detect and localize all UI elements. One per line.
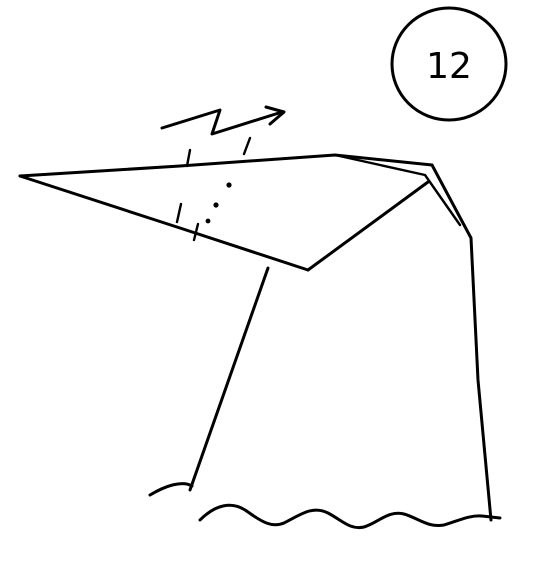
block-body (190, 165, 491, 520)
dashed-mark-line (177, 138, 250, 240)
dot-mark (213, 202, 218, 207)
wedge-shape (20, 155, 460, 270)
wedge-top-edge (20, 155, 432, 176)
zigzag-arrow-line (162, 110, 282, 134)
wedge-inner-fold (335, 155, 460, 225)
dash-mark (244, 138, 250, 154)
ground-hook (150, 484, 192, 495)
wedge-right-edge (308, 182, 428, 270)
zigzag-arrow-icon (162, 107, 284, 134)
wedge-bottom-edge (20, 176, 308, 270)
dash-mark (177, 204, 181, 222)
dot-mark (206, 219, 211, 224)
figure-number-badge: 12 (392, 8, 506, 120)
right-wall-line (432, 165, 491, 520)
badge-number: 12 (426, 46, 472, 87)
dot-mark (226, 182, 231, 187)
left-support-line (190, 268, 268, 490)
dash-mark (187, 150, 190, 166)
wavy-ground-line (150, 484, 500, 528)
ground-wave (200, 505, 500, 527)
